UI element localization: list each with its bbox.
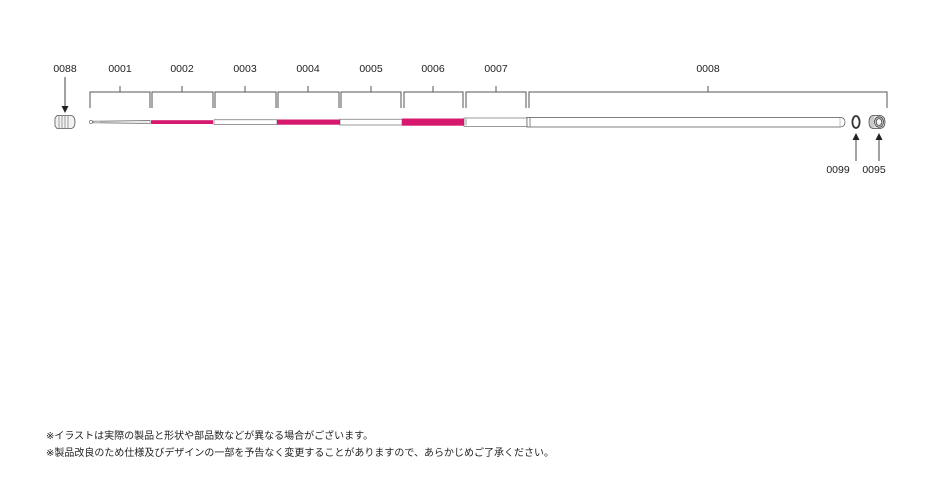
part-0005-section: [339, 118, 403, 126]
part-0088-tip-cap: [54, 115, 76, 129]
note-line-2: ※製品改良のため仕様及びデザインの一部を予告なく変更することがありますので、あら…: [46, 448, 554, 459]
part-0007-section: [463, 117, 528, 127]
part-label-0002: 0002: [170, 63, 194, 75]
part-0099-o-ring: [851, 115, 861, 129]
part-label-0095: 0095: [862, 164, 886, 176]
part-label-0088: 0088: [53, 63, 77, 75]
part-label-0008: 0008: [696, 63, 720, 75]
bracket-0003: [214, 86, 277, 108]
part-0004-section: [277, 119, 340, 125]
bracket-0001: [89, 86, 151, 108]
part-0006-section: [402, 118, 464, 126]
bracket-0008: [528, 86, 888, 108]
bracket-0002: [151, 86, 214, 108]
bracket-0006: [403, 86, 464, 108]
part-label-0099: 0099: [826, 164, 850, 176]
note-line-1: ※イラストは実際の製品と形状や部品数などが異なる場合がございます。: [46, 431, 374, 442]
leader-arrow-0095: [875, 133, 883, 161]
part-label-0005: 0005: [359, 63, 383, 75]
leader-arrow-0099: [852, 133, 860, 161]
part-label-0004: 0004: [296, 63, 320, 75]
part-label-0003: 0003: [233, 63, 257, 75]
part-0001-tip-section: [89, 120, 151, 124]
part-0008-butt-section: [526, 117, 846, 128]
part-label-0001: 0001: [108, 63, 132, 75]
bracket-0004: [277, 86, 340, 108]
part-0002-section: [151, 120, 213, 124]
bracket-0005: [340, 86, 402, 108]
part-0003-section: [213, 119, 278, 125]
bracket-0007: [465, 86, 527, 108]
disclaimer-notes: ※イラストは実際の製品と形状や部品数などが異なる場合がございます。 ※製品改良の…: [46, 428, 554, 462]
leader-arrow-0088: [61, 77, 69, 113]
part-label-0006: 0006: [421, 63, 445, 75]
part-0095-butt-cap: [868, 115, 886, 129]
part-label-0007: 0007: [484, 63, 508, 75]
